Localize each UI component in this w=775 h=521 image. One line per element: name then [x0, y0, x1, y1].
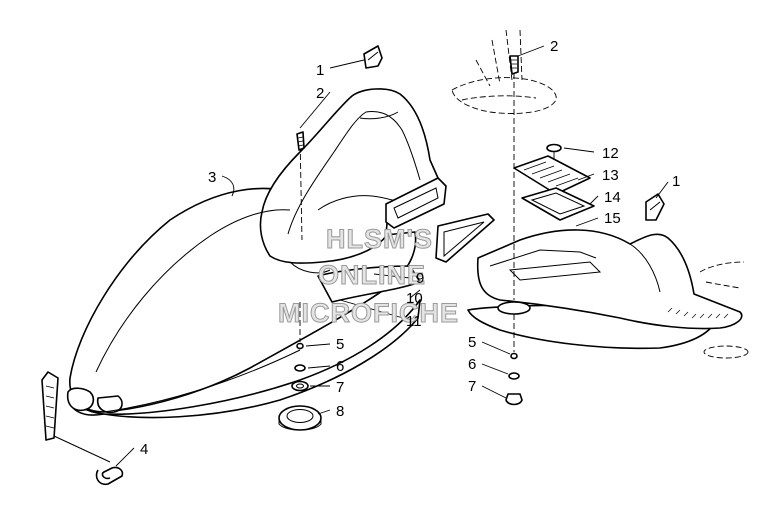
callout-11: 11	[406, 313, 422, 330]
left-screw-head	[296, 342, 304, 350]
callout-5-right: 5	[468, 334, 476, 351]
callout-1-right: 1	[672, 173, 680, 190]
left-hardware	[278, 302, 322, 431]
watermark-line-2: ONLINE	[318, 260, 426, 290]
left-clip-1	[363, 45, 383, 69]
right-upper	[451, 29, 665, 300]
right-plate-hole	[497, 301, 531, 315]
right-nut-7	[505, 393, 523, 406]
right-bolt-2	[509, 55, 519, 75]
left-washer-6	[294, 364, 306, 372]
right-clip-1	[645, 193, 665, 221]
mount-plate-13	[513, 155, 591, 195]
watermark: HLSM'S ONLINE MICROFICHE	[278, 224, 459, 329]
seat-assembly	[66, 88, 447, 419]
callout-5-left: 5	[336, 336, 344, 353]
console-grip-pattern	[667, 307, 729, 319]
seat-nose-right	[96, 395, 123, 414]
strap-bar	[41, 371, 59, 441]
callouts: 1 2 3 4 5 6 7 8 9 10 11 2 12 13 14 15 1 …	[140, 38, 680, 458]
console-tray	[476, 229, 743, 330]
callout-6-left: 6	[336, 358, 344, 375]
callout-12: 12	[602, 145, 619, 162]
handlebar-dashed	[451, 77, 557, 114]
callout-2-left: 2	[316, 85, 324, 102]
strap-hook	[41, 371, 124, 486]
seat-base	[68, 299, 421, 419]
right-washer-6	[508, 372, 520, 380]
right-screw-head	[510, 352, 518, 360]
callout-8: 8	[336, 403, 344, 420]
watermark-line-1: HLSM'S	[326, 224, 433, 254]
leader-lines	[115, 45, 669, 467]
gasket-14	[521, 187, 595, 221]
callout-6-right: 6	[468, 356, 476, 373]
right-hardware	[497, 301, 531, 406]
hook-clip-4	[95, 466, 124, 486]
right-console	[467, 229, 749, 359]
left-washer-7-outer	[291, 380, 309, 392]
callout-1-left: 1	[316, 62, 324, 79]
backrest-contour	[287, 111, 421, 235]
seat-nose	[66, 387, 95, 412]
bolt-12-head	[546, 143, 562, 153]
callout-10: 10	[406, 290, 423, 307]
callout-9: 9	[416, 270, 424, 287]
callout-3: 3	[208, 169, 216, 186]
callout-7-right: 7	[468, 378, 476, 395]
panel-strip	[317, 265, 421, 303]
callout-13: 13	[602, 167, 619, 184]
callout-2-right: 2	[550, 38, 558, 55]
callout-7-left: 7	[336, 379, 344, 396]
center-panel	[317, 213, 495, 303]
left-bracket	[296, 45, 383, 241]
callout-14: 14	[604, 189, 621, 206]
right-plate-group	[513, 143, 595, 221]
callout-15: 15	[604, 210, 621, 227]
callout-4: 4	[140, 441, 148, 458]
watermark-line-3: MICROFICHE	[278, 298, 459, 328]
